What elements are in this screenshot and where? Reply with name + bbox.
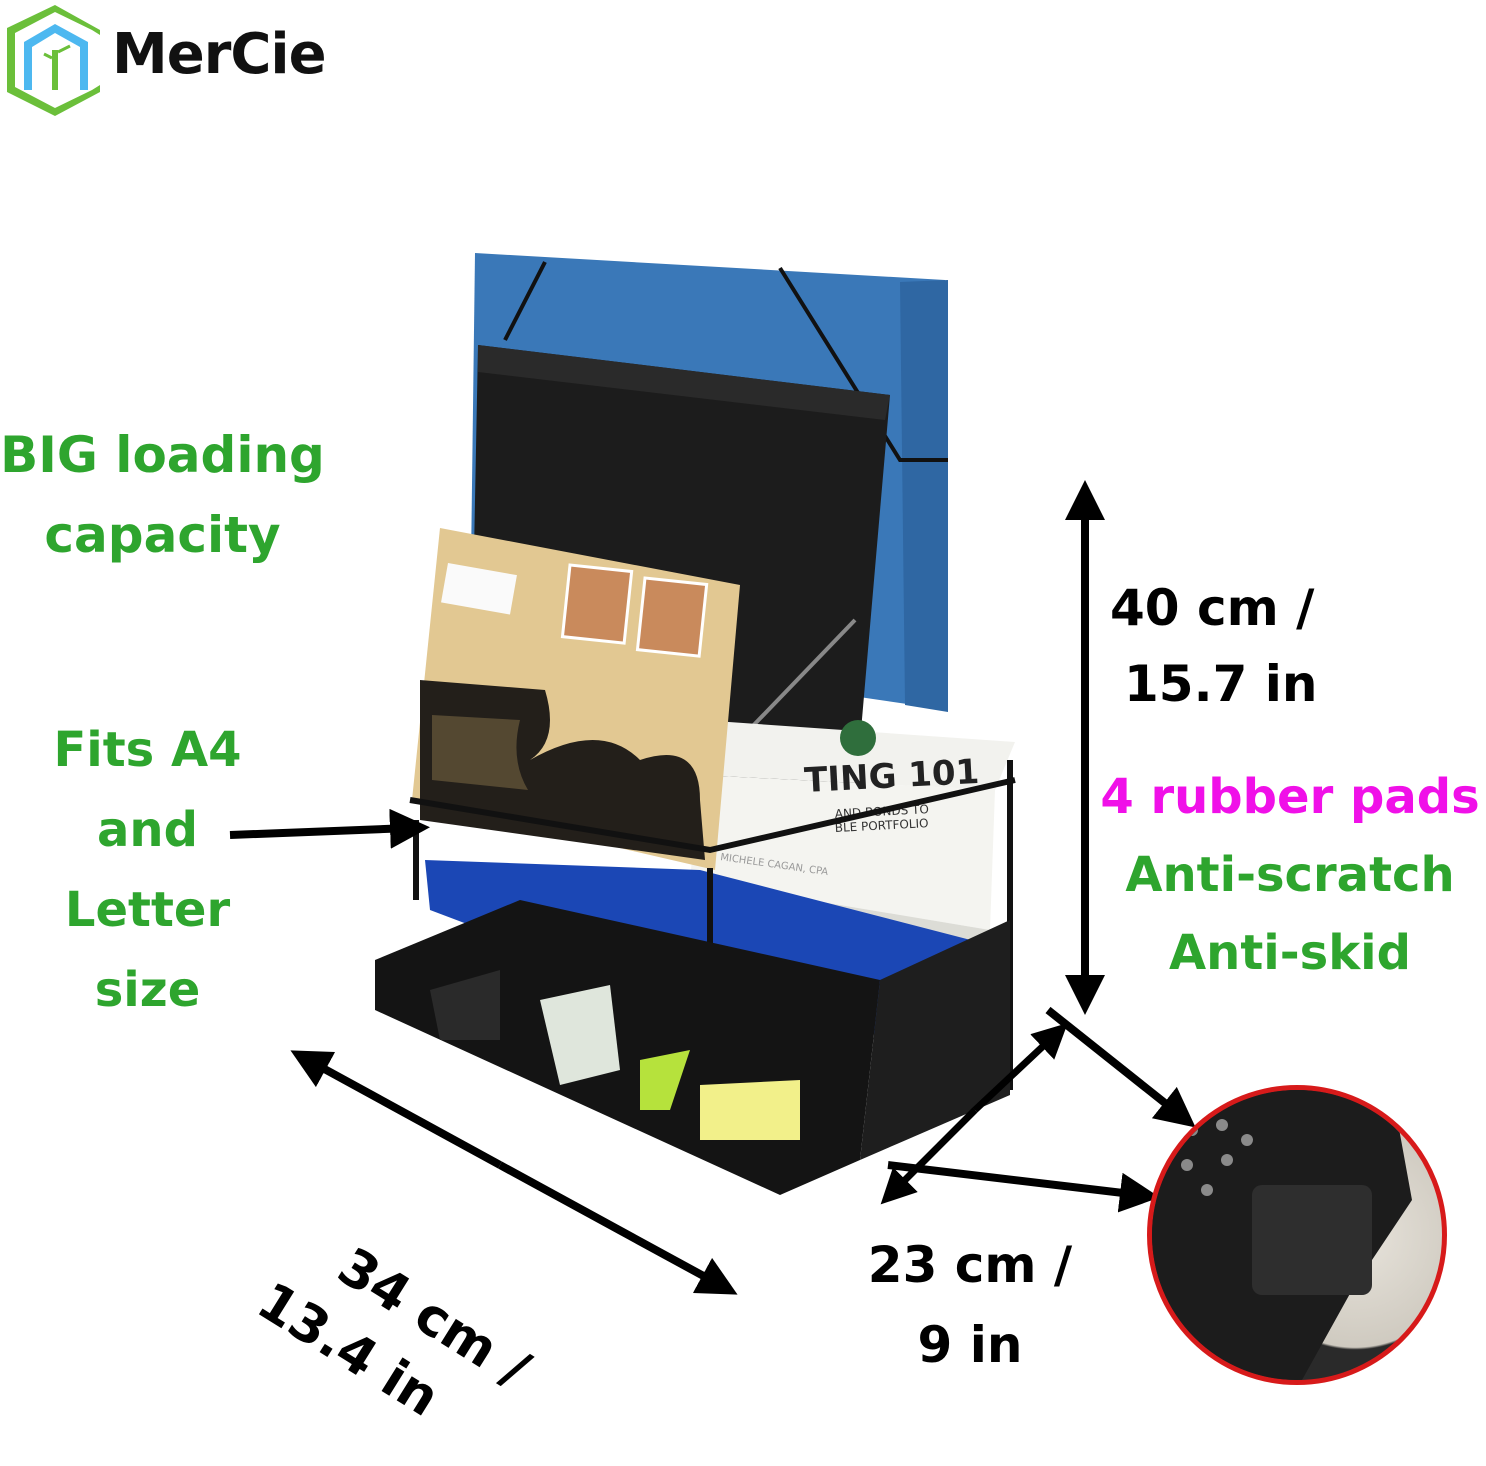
height-line-1: 40 cm / (1110, 579, 1315, 637)
paper-size-line-1: Fits A4 (53, 722, 242, 778)
anti-skid-line: Anti-skid (1169, 925, 1411, 981)
anti-scratch-line: Anti-scratch (1125, 847, 1455, 903)
hexagon-bamboo-house-icon (7, 5, 100, 116)
organizer-side-mesh (860, 920, 1010, 1160)
width-arrow-right (498, 1161, 738, 1295)
height-dimension-label: 40 cm / 15.7 in (1110, 570, 1330, 722)
depth-line-1: 23 cm / (867, 1236, 1073, 1294)
paper-size-line-2: and (97, 802, 198, 858)
pad-pointer-arrow (887, 1161, 1160, 1213)
depth-line-2: 9 in (917, 1316, 1023, 1374)
brand-name: MerCie (112, 22, 327, 87)
width-arrow-left (290, 1050, 502, 1169)
capacity-line-1: BIG loading (0, 426, 325, 484)
depth-arrow-down (880, 1107, 978, 1205)
paper-size-arrow (229, 808, 430, 849)
paper-size-line-4: size (94, 962, 201, 1018)
depth-arrow-up (972, 1023, 1068, 1113)
rubber-pad-icon (1152, 1090, 1412, 1380)
width-dimension-label: 34 cm / 13.4 in (247, 1150, 720, 1429)
pad-pointer-arrow-2 (1045, 1006, 1196, 1128)
rubber-pads-callout: 4 rubber pads Anti-scratch Anti-skid (1095, 758, 1485, 992)
height-line-2: 15.7 in (1124, 655, 1318, 713)
mesh-drawer (375, 900, 880, 1195)
book-subtitle-2: BLE PORTFOLIO (834, 816, 928, 835)
pads-line: 4 rubber pads (1100, 769, 1480, 825)
product-scene: TING 101 AND BONDS TO BLE PORTFOLIO MICH… (229, 253, 1196, 1295)
brand-logo: MerCie (0, 0, 330, 120)
rubber-pad-closeup (1147, 1085, 1447, 1385)
depth-dimension-label: 23 cm / 9 in (850, 1225, 1090, 1385)
paper-size-callout: Fits A4 and Letter size (30, 710, 265, 1030)
capacity-callout: BIG loading capacity (0, 415, 325, 575)
capacity-line-2: capacity (44, 506, 281, 564)
paper-size-line-3: Letter (64, 882, 231, 938)
